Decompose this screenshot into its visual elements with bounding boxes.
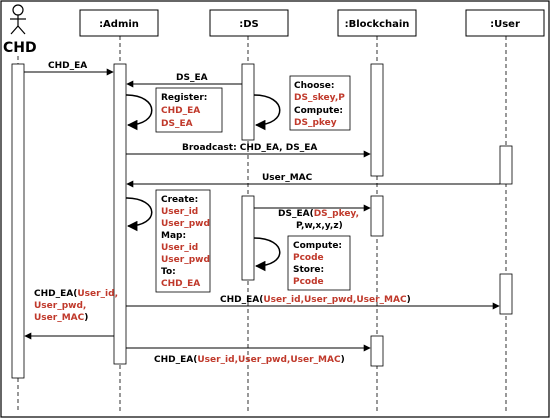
svg-text:User_MAC: User_MAC [262, 173, 313, 183]
svg-text:Pcode: Pcode [293, 277, 324, 287]
svg-text:Pcode: Pcode [293, 253, 324, 263]
lifeline-user: :User [465, 9, 545, 37]
lifeline-blockchain-label: :Blockchain [345, 19, 410, 30]
svg-text:Broadcast: CHD_EA, DS_EA: Broadcast: CHD_EA, DS_EA [182, 143, 317, 153]
svg-text:CHD_EA(User_id,User_pwd,User_M: CHD_EA(User_id,User_pwd,User_MAC) [220, 295, 411, 305]
svg-text:CHD_EA: CHD_EA [161, 279, 200, 289]
message-chd-ea-store: CHD_EA(User_id,User_pwd,User_MAC) [126, 344, 371, 365]
activation-bars [11, 63, 513, 379]
svg-text:User_pwd: User_pwd [161, 255, 210, 265]
svg-text:CHD_EA: CHD_EA [161, 106, 200, 116]
activation-ds-2 [241, 195, 255, 281]
message-chd-ea-user-credentials: CHD_EA(User_id,User_pwd,User_MAC) [126, 295, 500, 310]
svg-text:User_id: User_id [161, 207, 198, 217]
message-broadcast: Broadcast: CHD_EA, DS_EA [126, 143, 371, 158]
self-call-admin-register [125, 94, 153, 131]
activation-admin [113, 63, 127, 365]
svg-text:CHD_EA: CHD_EA [48, 61, 87, 71]
svg-text:P,w,x,y,z): P,w,x,y,z) [296, 221, 343, 231]
self-call-ds-compute [253, 237, 281, 272]
svg-text:Register:: Register: [161, 93, 207, 103]
message-chd-ea-return: CHD_EA(User_id, User_pwd, User_MAC) [24, 289, 118, 340]
svg-text:User_MAC): User_MAC) [34, 313, 88, 323]
svg-text:DS_EA(DS_pkey,: DS_EA(DS_pkey, [278, 209, 359, 219]
svg-text:Create:: Create: [161, 195, 198, 205]
activation-blockchain-2 [370, 195, 384, 237]
svg-text:CHD_EA(User_id,: CHD_EA(User_id, [34, 289, 118, 299]
note-choose: Choose: DS_skey,P Compute: DS_pkey [289, 75, 351, 131]
lifeline-admin-label: :Admin [99, 19, 139, 30]
activation-blockchain-3 [370, 335, 384, 367]
lifeline-ds: :DS [209, 9, 289, 37]
message-ds-ea: DS_EA [126, 73, 242, 88]
svg-text:To:: To: [161, 267, 176, 277]
activation-chd [11, 63, 25, 379]
lifeline-user-label: :User [490, 19, 520, 30]
message-ds-ea-params: DS_EA(DS_pkey, P,w,x,y,z) [254, 204, 371, 231]
self-call-admin-create [125, 197, 153, 232]
svg-text:Store:: Store: [293, 265, 324, 275]
svg-text:Compute:: Compute: [294, 106, 343, 116]
note-register: Register: CHD_EA DS_EA [155, 87, 223, 133]
lifeline-ds-label: :DS [239, 19, 259, 30]
lifeline-blockchain: :Blockchain [337, 9, 417, 37]
note-create: Create: User_id User_pwd Map: User_id Us… [155, 189, 211, 293]
activation-ds-1 [241, 63, 255, 141]
actor-head [12, 4, 24, 16]
svg-text:User_pwd,: User_pwd, [34, 301, 86, 311]
message-chd-ea: CHD_EA [24, 61, 114, 76]
activation-blockchain-1 [370, 63, 384, 177]
self-call-ds-choose [253, 94, 281, 131]
message-user-mac: User_MAC [126, 173, 500, 188]
lifeline-admin: :Admin [79, 9, 159, 37]
svg-text:CHD_EA(User_id,User_pwd,User_M: CHD_EA(User_id,User_pwd,User_MAC) [154, 355, 345, 365]
svg-text:Choose:: Choose: [294, 81, 334, 91]
actor-chd: CHD [3, 4, 37, 56]
svg-text:Compute:: Compute: [293, 241, 342, 251]
activation-user-2 [499, 273, 513, 315]
svg-text:DS_skey,P: DS_skey,P [294, 93, 345, 103]
note-compute: Compute: Pcode Store: Pcode [287, 235, 351, 291]
actor-label: CHD [3, 40, 37, 56]
svg-text:Map:: Map: [161, 231, 186, 241]
svg-text:User_pwd: User_pwd [161, 219, 210, 229]
svg-text:DS_EA: DS_EA [176, 73, 208, 83]
svg-text:User_id: User_id [161, 243, 198, 253]
activation-user-1 [499, 145, 513, 185]
svg-text:DS_pkey: DS_pkey [294, 118, 337, 128]
svg-text:DS_EA: DS_EA [161, 119, 193, 129]
